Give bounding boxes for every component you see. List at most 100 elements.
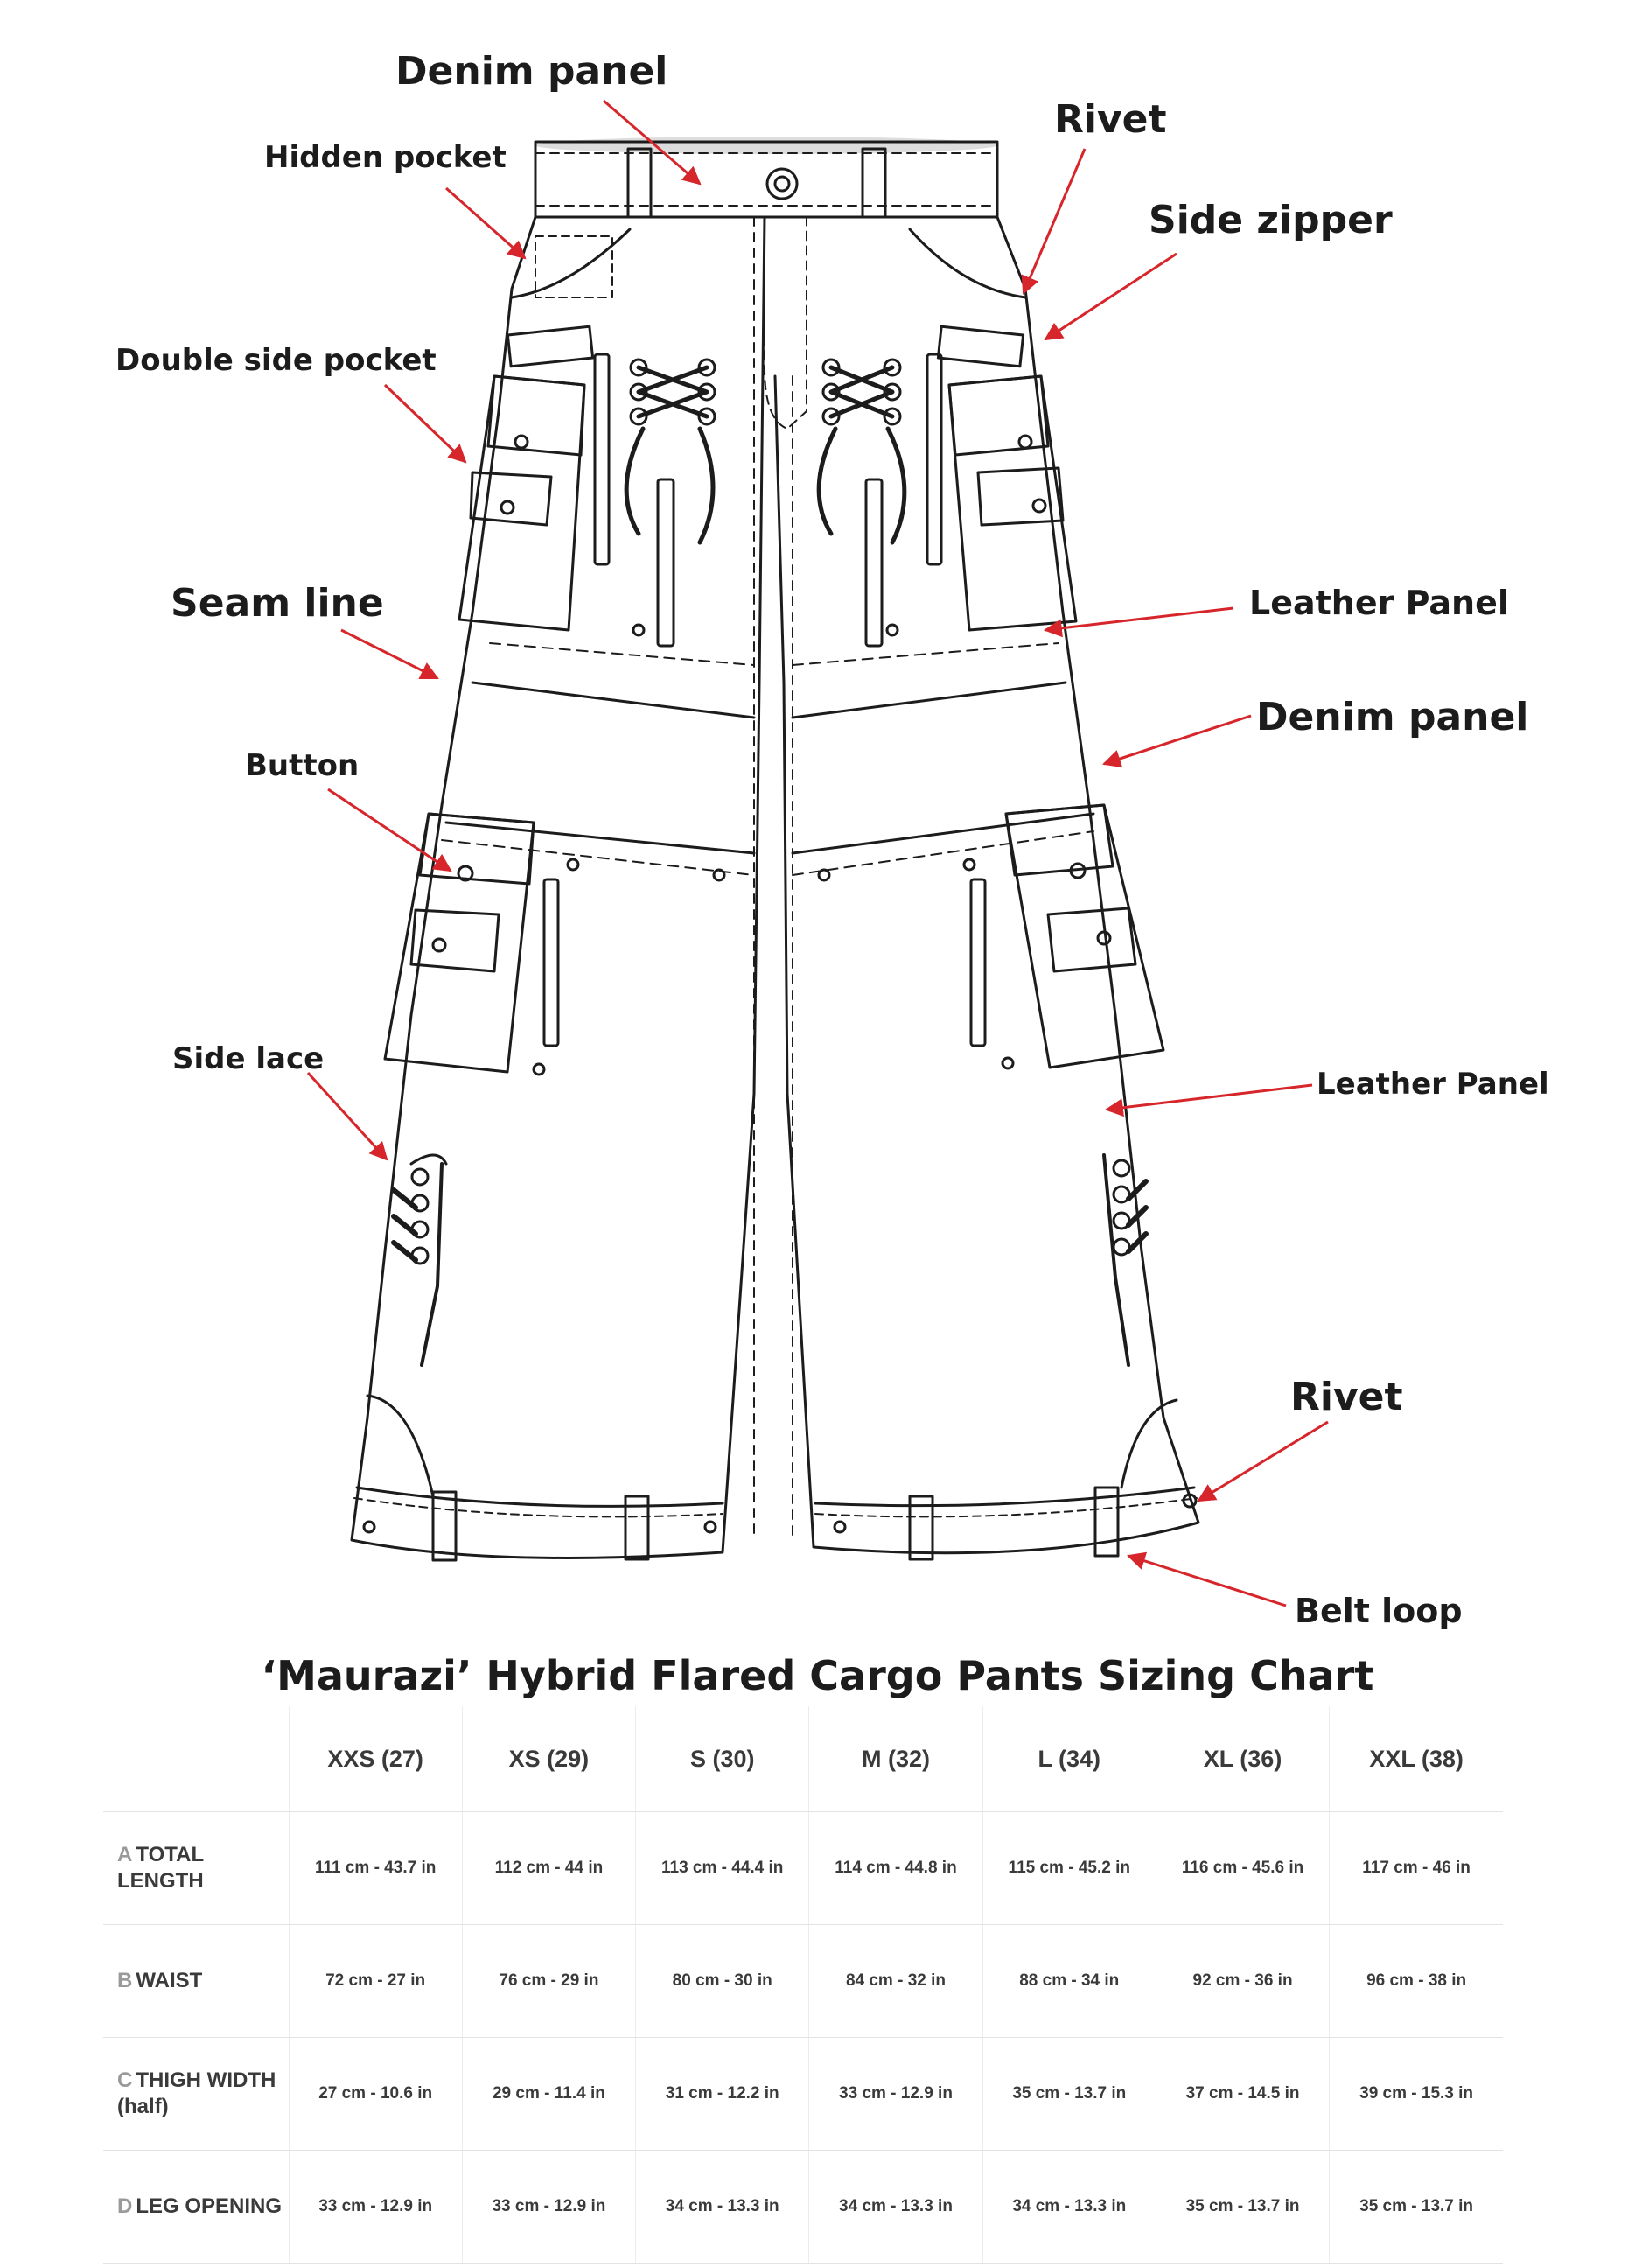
label-double-side-pocket: Double side pocket (115, 343, 437, 378)
row-letter: B (117, 1969, 133, 1992)
label-hidden-pocket: Hidden pocket (264, 140, 507, 175)
hem-band-left (355, 1486, 724, 1508)
waistband-button (765, 167, 799, 200)
label-button: Button (245, 748, 360, 783)
arrow-belt-loop (1126, 1551, 1287, 1607)
size-header-row: XXS (27) XS (29) S (30) M (32) L (34) XL… (103, 1706, 1503, 1812)
table-cell: 33 cm - 12.9 in (288, 2150, 463, 2264)
arrow-rivet-top (1021, 148, 1087, 295)
size-chart-title: ‘Maurazi’ Hybrid Flared Cargo Pants Sizi… (261, 1652, 1374, 1699)
left-leg (350, 215, 766, 1559)
table-cell: 117 cm - 46 in (1329, 1811, 1503, 1925)
table-cell: 33 cm - 12.9 in (808, 2037, 983, 2151)
arrow-denim-panel-top (603, 99, 702, 186)
size-column-header: S (30) (635, 1706, 809, 1812)
label-side-lace: Side lace (172, 1041, 325, 1076)
table-cell: 92 cm - 36 in (1155, 1924, 1330, 2038)
label-seam-line: Seam line (171, 581, 384, 626)
table-cell: 35 cm - 13.7 in (1329, 2150, 1503, 2264)
label-denim-panel-top: Denim panel (395, 49, 668, 94)
label-belt-loop: Belt loop (1295, 1592, 1463, 1630)
size-column-header: M (32) (808, 1706, 983, 1812)
side-lace-right (1102, 1153, 1149, 1367)
row-label-text: TOTAL LENGTH (117, 1843, 204, 1893)
row-label-text: THIGH WIDTH (half) (117, 2068, 276, 2118)
hem-belt-loop (431, 1490, 458, 1562)
arrow-double-side-pocket (383, 383, 467, 464)
label-side-zipper: Side zipper (1149, 198, 1393, 242)
table-cell: 29 cm - 11.4 in (461, 2037, 636, 2151)
table-cell: 88 cm - 34 in (982, 1924, 1156, 2038)
table-cell: 116 cm - 45.6 in (1155, 1811, 1330, 1925)
table-cell: 33 cm - 12.9 in (461, 2150, 636, 2264)
front-lacing (624, 358, 907, 545)
table-cell: 76 cm - 29 in (461, 1924, 636, 2038)
front-zipper (656, 478, 675, 648)
size-column-header: XS (29) (461, 1706, 636, 1812)
size-column-header: XXL (38) (1329, 1706, 1503, 1812)
label-leather-panel-lower: Leather Panel (1317, 1067, 1549, 1102)
header-corner (103, 1706, 289, 1812)
row-letter: C (117, 2068, 133, 2092)
table-cell: 37 cm - 14.5 in (1155, 2037, 1330, 2151)
arrow-seam-line (340, 628, 439, 680)
row-label-text: WAIST (136, 1969, 203, 1992)
table-cell: 27 cm - 10.6 in (288, 2037, 463, 2151)
table-cell: 96 cm - 38 in (1329, 1924, 1503, 2038)
table-cell: 115 cm - 45.2 in (982, 1811, 1156, 1925)
hidden-pocket (535, 235, 613, 298)
arrow-side-zipper (1044, 252, 1177, 341)
upper-pocket-left (458, 374, 586, 632)
table-cell: 35 cm - 13.7 in (1155, 2150, 1330, 2264)
lower-pocket-left (383, 812, 535, 1074)
upper-pocket-right (947, 374, 1078, 632)
table-cell: 72 cm - 27 in (288, 1924, 463, 2038)
table-cell: 34 cm - 13.3 in (635, 2150, 809, 2264)
seam-line-right (792, 642, 1059, 666)
size-column-header: XXS (27) (288, 1706, 463, 1812)
label-leather-panel-upper: Leather Panel (1249, 584, 1509, 622)
row-label-text: LEG OPENING (136, 2194, 283, 2218)
label-rivet-top: Rivet (1054, 97, 1167, 142)
row-letter: A (117, 1843, 133, 1866)
table-cell: 113 cm - 44.4 in (635, 1811, 809, 1925)
label-rivet-bottom: Rivet (1290, 1375, 1403, 1419)
row-letter: D (117, 2194, 133, 2218)
cargo-pants-technical-drawing (306, 99, 1329, 1607)
size-column-header: L (34) (982, 1706, 1156, 1812)
right-leg (773, 215, 1200, 1555)
arrow-button (327, 788, 452, 872)
seam-line-left (489, 642, 755, 666)
table-cell: 34 cm - 13.3 in (982, 2150, 1156, 2264)
arrow-rivet-bottom (1197, 1420, 1329, 1502)
waist-belt-loop (626, 147, 653, 219)
arrow-leather-panel-lower (1104, 1083, 1313, 1117)
size-chart-table: XXS (27) XS (29) S (30) M (32) L (34) XL… (103, 1706, 1503, 2264)
table-cell: 34 cm - 13.3 in (808, 2150, 983, 2264)
arrow-hidden-pocket (445, 186, 527, 260)
size-column-header: XL (36) (1155, 1706, 1330, 1812)
arrow-denim-panel-right (1102, 714, 1252, 768)
table-cell: 31 cm - 12.2 in (635, 2037, 809, 2151)
side-lace-left (391, 1153, 448, 1367)
lower-pocket-right (1004, 803, 1165, 1069)
table-cell: 84 cm - 32 in (808, 1924, 983, 2038)
table-cell: 80 cm - 30 in (635, 1924, 809, 2038)
table-cell: 112 cm - 44 in (461, 1811, 636, 1925)
label-denim-panel-right: Denim panel (1256, 695, 1529, 739)
arrow-leather-panel-upper (1043, 606, 1234, 638)
table-cell: 111 cm - 43.7 in (288, 1811, 463, 1925)
arrow-side-lace (306, 1071, 388, 1161)
table-cell: 35 cm - 13.7 in (982, 2037, 1156, 2151)
table-cell: 39 cm - 15.3 in (1329, 2037, 1503, 2151)
hem-band-right (814, 1486, 1196, 1508)
table-cell: 114 cm - 44.8 in (808, 1811, 983, 1925)
